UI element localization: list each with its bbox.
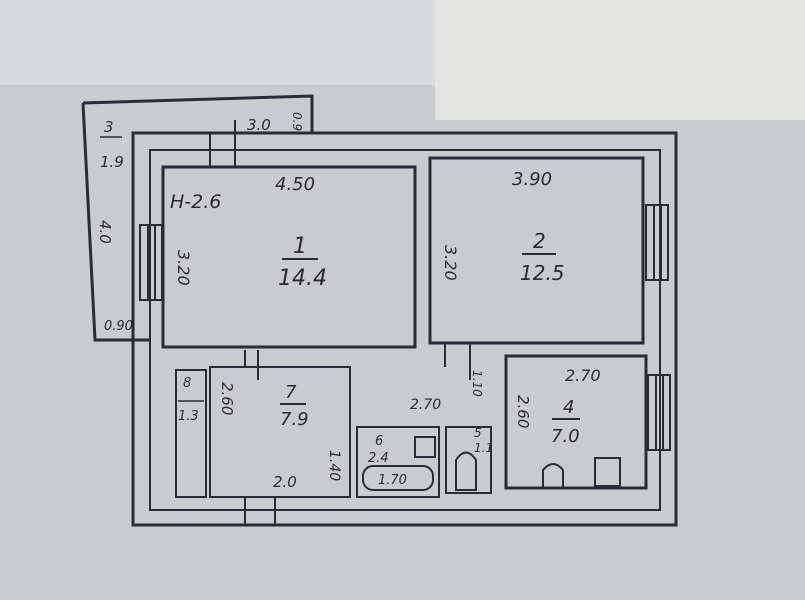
sink — [414, 436, 436, 458]
closet-area: 1.3 — [178, 409, 199, 424]
closet — [175, 369, 207, 498]
closet-number: 8 — [183, 376, 191, 391]
room2-depth: 3.20 — [441, 245, 460, 281]
stove-icon — [594, 457, 621, 487]
toilet-area: 1.1 — [474, 441, 493, 455]
bathtub — [362, 465, 434, 491]
photo-background-right — [435, 0, 805, 120]
balcony-length: 4.0 — [96, 220, 114, 244]
room1-number: 1 — [293, 234, 307, 259]
sink-icon — [542, 463, 564, 488]
bathroom-area: 2.4 — [368, 451, 389, 466]
top-length: 3.0 — [247, 116, 271, 134]
kitchen — [504, 354, 648, 490]
window-left — [139, 224, 163, 301]
hall — [209, 366, 351, 498]
inner-outline — [149, 149, 661, 511]
kitchen-width: 2.70 — [565, 366, 601, 385]
toilet-width: 1.10 — [470, 370, 484, 397]
bathroom — [356, 426, 440, 498]
room2-area: 12.5 — [520, 261, 565, 285]
hall-depth: 2.60 — [218, 382, 236, 415]
room-2 — [428, 156, 645, 345]
kitchen-depth: 2.60 — [514, 395, 532, 428]
hall-number: 7 — [285, 382, 297, 403]
bathtub-length: 1.70 — [378, 473, 407, 488]
room1-area: 14.4 — [278, 266, 327, 291]
balcony-area: 1.9 — [100, 153, 124, 171]
toilet-number: 5 — [474, 426, 482, 440]
ceiling-height: H-2.6 — [170, 191, 221, 213]
hall-width: 2.0 — [273, 473, 297, 491]
hall-side: 1.40 — [326, 450, 342, 481]
top-depth: 0.9 — [290, 112, 304, 131]
window-right-bottom — [647, 374, 671, 451]
outer-wall — [131, 131, 678, 527]
hall-area: 7.9 — [280, 409, 309, 430]
room1-width: 4.50 — [275, 174, 315, 195]
room2-width: 3.90 — [512, 169, 552, 190]
toilet-icon — [455, 451, 477, 491]
balcony-width: 0.90 — [104, 319, 133, 334]
window-right-top — [645, 204, 669, 281]
balcony-number: 3 — [104, 118, 114, 136]
kitchen-number: 4 — [563, 397, 574, 418]
room2-number: 2 — [533, 229, 546, 253]
corridor-length: 2.70 — [410, 397, 441, 413]
toilet-room — [445, 426, 492, 494]
bathroom-number: 6 — [375, 434, 383, 449]
kitchen-area: 7.0 — [551, 426, 580, 447]
room1-depth: 3.20 — [174, 250, 193, 286]
